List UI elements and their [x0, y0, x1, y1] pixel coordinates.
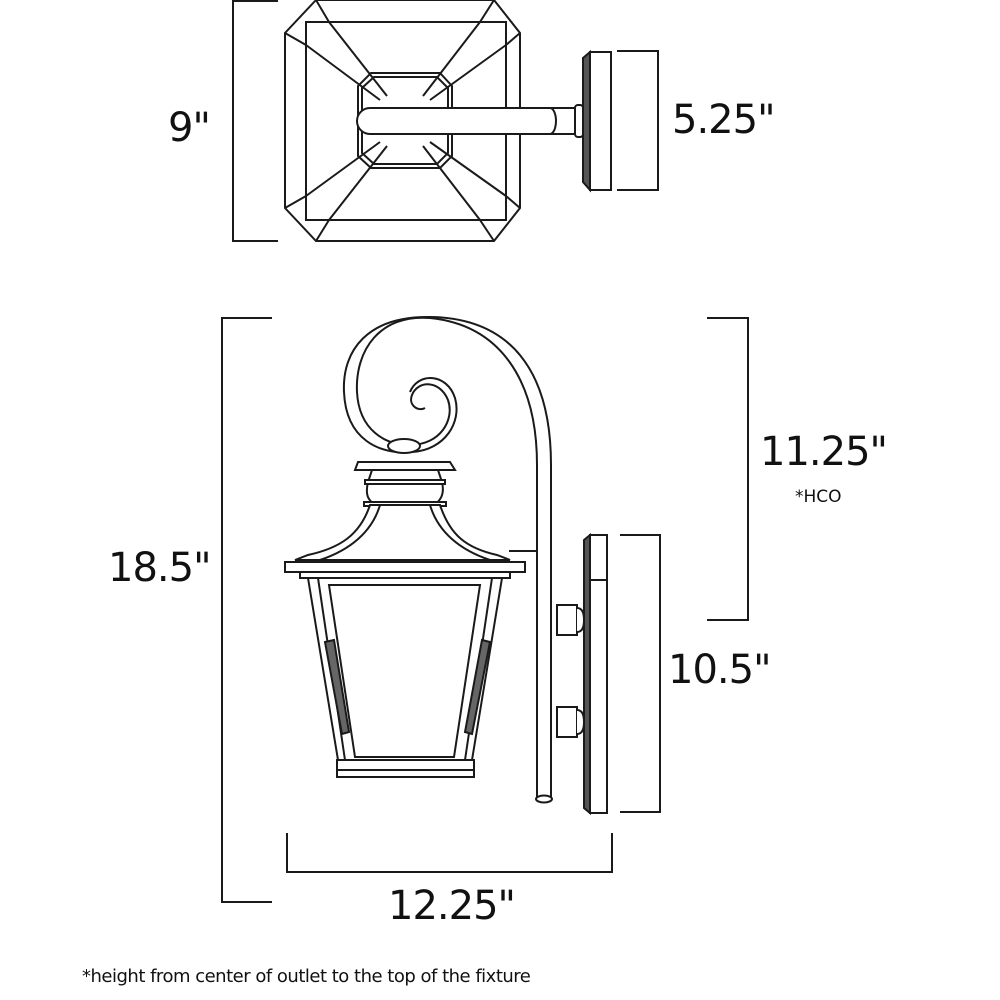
- dimension-side-height: 18.5": [108, 545, 211, 591]
- dimension-top-depth: 9": [168, 105, 211, 151]
- top-view-drawing: [232, 0, 659, 242]
- dimension-side-extension: 12.25": [388, 883, 516, 929]
- dimension-top-backplate: 5.25": [672, 97, 775, 143]
- footnote: *height from center of outlet to the top…: [82, 966, 531, 987]
- side-view-drawing: [221, 315, 749, 903]
- dimension-side-backplate: 10.5": [668, 647, 771, 693]
- dimension-side-hco: 11.25": [760, 429, 888, 475]
- hco-marker: *HCO: [795, 487, 842, 507]
